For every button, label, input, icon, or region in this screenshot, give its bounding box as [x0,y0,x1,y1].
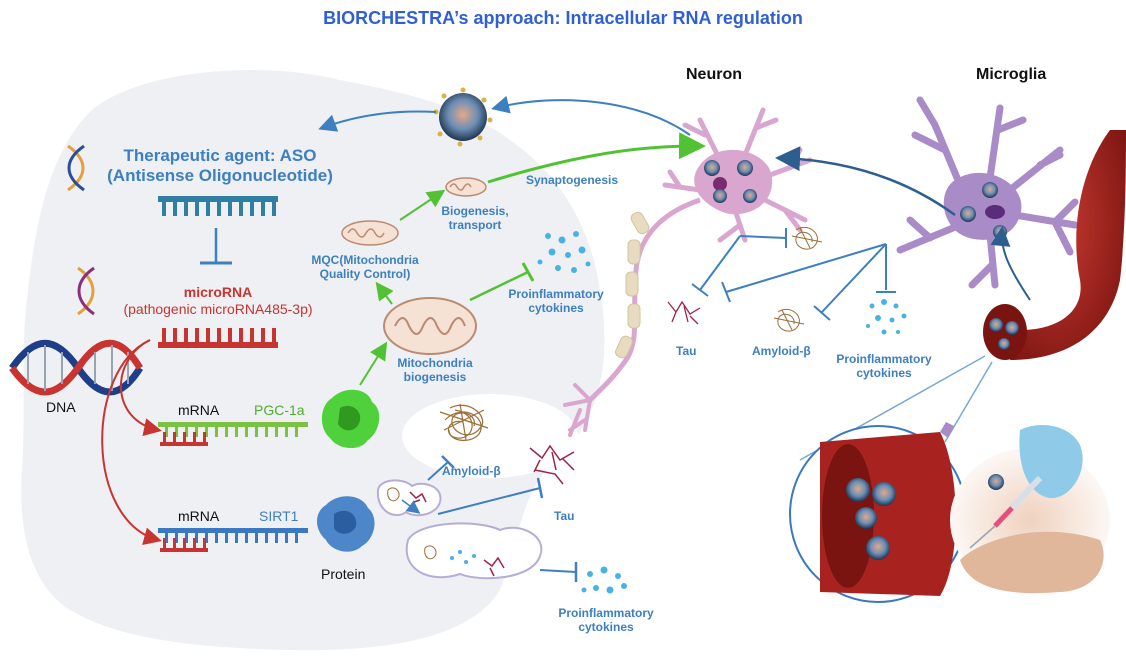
biogenesis-transport-line-1: Biogenesis, [441,204,509,218]
cytokines-b-line-1: Proinflammatory [558,606,654,620]
cytokines-label-c: Proinflammatory cytokines [824,352,944,381]
cytokine-icon [537,231,591,273]
blood-vessel-zoom [789,422,967,603]
amyloid-outer-label: Amyloid-β [752,344,811,358]
mito-biogenesis-label: Mitochondria biogenesis [380,356,490,385]
vesicle [376,394,578,580]
cytokines-label-b: Proinflammatory cytokines [546,606,666,635]
amyloid-inner-label: Amyloid-β [442,464,501,478]
protein-blue-icon [317,496,375,552]
amyloid-icon [773,226,823,332]
cell-body [21,70,605,651]
pgc-label: PGC-1a [254,402,305,418]
cytokines-a-line-2: cytokines [528,300,584,315]
cytokine-icon [866,299,907,335]
tau-inner-label: Tau [554,509,575,523]
cytokine-small-icon [450,550,627,594]
microrna-icon [158,328,278,348]
microrna-label: microRNA [183,284,253,300]
biogenesis-transport-label: Biogenesis, transport [420,204,530,233]
page-title: BIORCHESTRA’s approach: Intracellular RN… [323,8,803,28]
protein-label: Protein [321,566,366,582]
syringe-icon [950,425,1110,594]
mqc-label: MQC(Mitochondria Quality Control) [290,253,440,282]
mito-biogenesis-line-2: biogenesis [403,369,467,384]
mrna-pgc-strand [158,422,308,446]
cytokines-label-a: Proinflammatory cytokines [496,287,616,316]
therapeutic-line-1: Therapeutic agent: ASO [123,146,317,165]
dna-small-icon [67,144,95,316]
synaptogenesis-label: Synaptogenesis [526,173,619,187]
microglia-label: Microglia [976,66,1047,83]
amyloid-small-icon [387,487,437,560]
mrna-pgc-label: mRNA [178,402,220,418]
neuron-icon [563,107,813,437]
neuron-label: Neuron [686,66,742,83]
tau-outer-label: Tau [676,344,697,358]
cytokines-b-line-2: cytokines [578,619,634,634]
therapeutic-line-2: (Antisense Oligonucleotide) [107,165,333,185]
nanoparticle-icon [433,87,493,147]
mrna-sirt1-strand [158,528,308,552]
amyloid-icon [439,403,489,441]
protein-green-icon [321,389,380,449]
microglia-icon [896,96,1079,289]
microrna-sub-label: (pathogenic microRNA485-3p) [123,301,313,317]
tau-icon [667,300,701,325]
mitochondria-icon [383,297,477,355]
mqc-line-2: Quality Control) [319,266,411,281]
mrna-sirt1-label: mRNA [178,508,220,524]
cytokines-c-line-1: Proinflammatory [836,352,932,366]
therapeutic-agent-label: Therapeutic agent: ASO (Antisense Oligon… [100,146,340,185]
mito-biogenesis-line-1: Mitochondria [397,356,473,370]
cytokines-c-line-2: cytokines [856,365,912,380]
mitochondria-small-icon [341,177,487,246]
cytokines-a-line-1: Proinflammatory [508,287,604,301]
blood-vessel-icon [983,130,1126,360]
dna-label: DNA [46,399,76,415]
biogenesis-transport-line-2: transport [448,217,502,232]
aso-icon [158,196,278,216]
sirt1-label: SIRT1 [259,508,299,524]
mqc-line-1: MQC(Mitochondria [311,253,419,267]
nanoparticle-icon [704,160,757,203]
